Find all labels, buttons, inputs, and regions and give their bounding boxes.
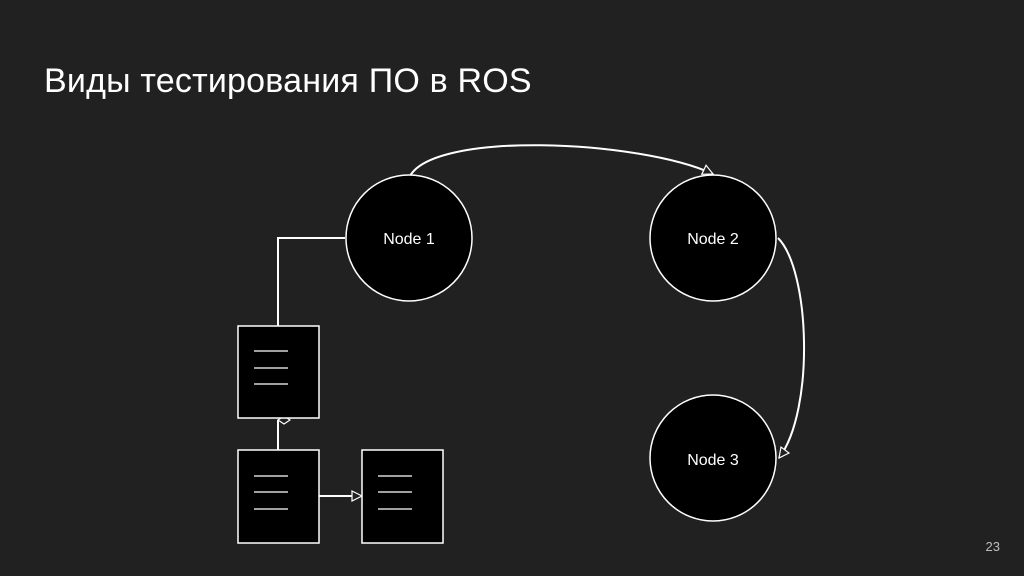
document-bottom-left (237, 449, 320, 544)
slide-title: Виды тестирования ПО в ROS (44, 62, 532, 100)
node-3: Node 3 (649, 394, 777, 522)
document-bottom-right (361, 449, 444, 544)
edge-node2-to-node3 (777, 237, 805, 458)
node-2: Node 2 (649, 174, 777, 302)
node-1: Node 1 (345, 174, 473, 302)
page-number: 23 (985, 539, 1000, 554)
node-2-label: Node 2 (687, 231, 739, 248)
edge-node1-to-node2 (408, 144, 713, 179)
node-1-label: Node 1 (383, 231, 435, 248)
node-3-label: Node 3 (687, 452, 739, 469)
connector-node1-to-document (277, 237, 345, 326)
document-top (237, 325, 320, 419)
